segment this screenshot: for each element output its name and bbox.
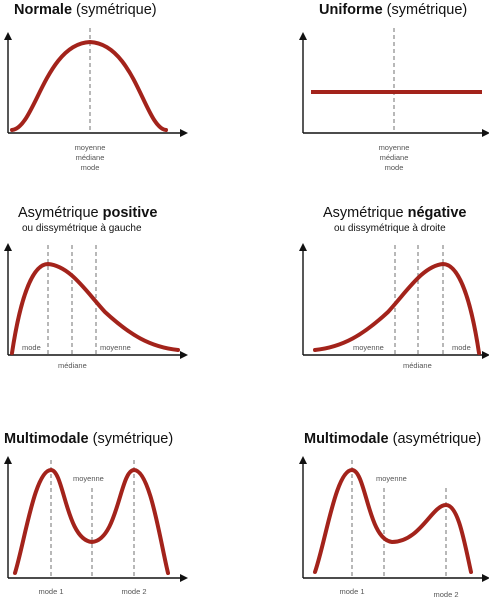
normal-curve xyxy=(10,39,168,132)
panel-negative: moyenne médiane mode xyxy=(299,243,489,370)
title-multi-asym-rest: (asymétrique) xyxy=(388,431,482,447)
label-mode1: mode 1 xyxy=(339,587,364,596)
panel-multi-sym: moyenne mode 1 mode 2 xyxy=(4,456,188,596)
bimodal-asymmetric-curve xyxy=(313,467,473,574)
title-multi-sym: Multimodale (symétrique) xyxy=(4,431,173,447)
label-mean: moyenne xyxy=(100,343,131,352)
label-mean: moyenne xyxy=(73,474,104,483)
title-negative-bold: négative xyxy=(407,205,467,221)
title-uniform: Uniforme (symétrique) xyxy=(319,2,467,18)
title-normal: Normale (symétrique) xyxy=(14,2,157,18)
panel-multi-asym: moyenne mode 1 mode 2 xyxy=(299,456,489,599)
title-normal-rest: (symétrique) xyxy=(72,2,157,18)
title-positive: Asymétrique positive xyxy=(18,205,157,221)
panel-uniform: moyenne médiane mode xyxy=(299,28,489,172)
title-multi-sym-rest: (symétrique) xyxy=(88,431,174,447)
label-mode: mode xyxy=(81,163,100,172)
label-median: médiane xyxy=(58,361,87,370)
title-normal-bold: Normale xyxy=(14,2,73,18)
label-mode1: mode 1 xyxy=(38,587,63,596)
label-mode2: mode 2 xyxy=(433,590,458,599)
label-mean: moyenne xyxy=(353,343,384,352)
subtitle-positive: ou dissymétrique à gauche xyxy=(22,223,142,234)
title-uniform-rest: (symétrique) xyxy=(382,2,468,18)
positive-skew-curve xyxy=(10,261,180,355)
panel-positive: mode médiane moyenne xyxy=(4,243,188,370)
label-mean: moyenne xyxy=(376,474,407,483)
title-positive-bold: positive xyxy=(102,205,158,221)
label-mode: mode xyxy=(452,343,471,352)
title-negative-pre: Asymétrique xyxy=(323,205,408,221)
label-mode2: mode 2 xyxy=(121,587,146,596)
label-median: médiane xyxy=(403,361,432,370)
title-multi-asym: Multimodale (asymétrique) xyxy=(304,431,481,447)
label-mode: mode xyxy=(385,163,404,172)
label-mode: mode xyxy=(22,343,41,352)
label-median: médiane xyxy=(380,153,409,162)
title-positive-pre: Asymétrique xyxy=(18,205,103,221)
title-negative: Asymétrique négative xyxy=(323,205,466,221)
title-multi-asym-bold: Multimodale xyxy=(304,431,389,447)
panel-normal: moyenne médiane mode xyxy=(4,28,188,172)
negative-skew-curve xyxy=(313,261,481,355)
bimodal-symmetric-curve xyxy=(13,467,170,575)
subtitle-negative: ou dissymétrique à droite xyxy=(334,223,446,234)
label-mean: moyenne xyxy=(379,143,410,152)
title-multi-sym-bold: Multimodale xyxy=(4,431,89,447)
label-median: médiane xyxy=(76,153,105,162)
title-uniform-bold: Uniforme xyxy=(319,2,383,18)
label-mean: moyenne xyxy=(75,143,106,152)
